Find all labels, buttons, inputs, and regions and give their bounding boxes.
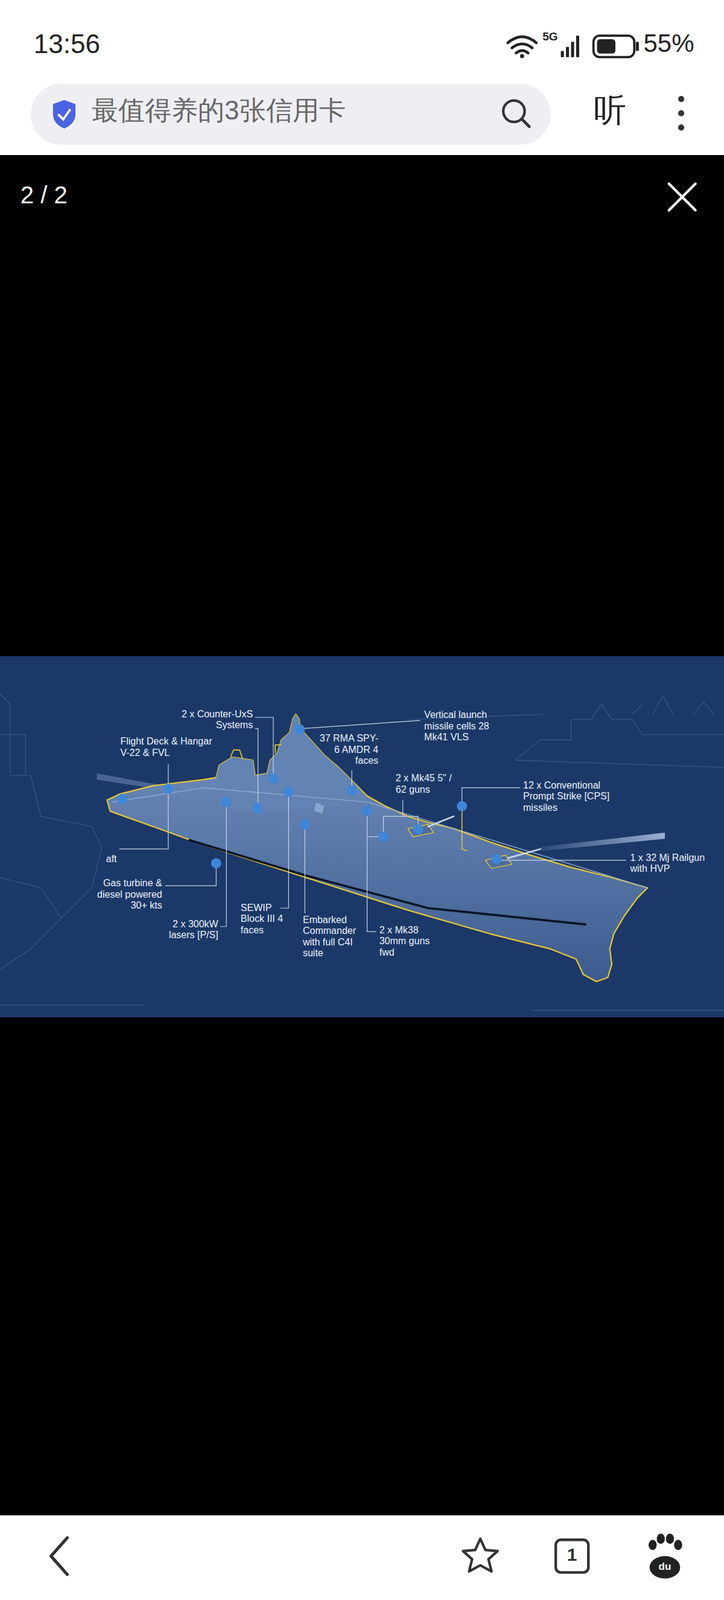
tab-count: 1 bbox=[567, 1545, 578, 1564]
listen-button: 听 bbox=[593, 93, 627, 127]
battery-level: 55% bbox=[643, 30, 694, 57]
callout-label: 2 x 300kW lasers [P/S] bbox=[159, 918, 219, 942]
callout-label: 2 x Counter-UxS Systems bbox=[173, 708, 253, 732]
network-badge: 5G bbox=[542, 30, 558, 43]
callout-label: 2 x Mk38 30mm guns fwd bbox=[379, 924, 432, 959]
callout-label: Gas turbine & diesel powered 30+ kts bbox=[88, 877, 163, 912]
callout-label: Vertical launch missile cells 28 Mk41 VL… bbox=[424, 709, 498, 743]
callout-label: aft bbox=[106, 854, 118, 864]
callout-label: 12 x Conventional Prompt Strike [CPS] mi… bbox=[523, 780, 613, 814]
search-query: 最值得养的3张信用卡 bbox=[91, 97, 346, 124]
callout-label: Flight Deck & Hangar V-22 & FVL bbox=[120, 736, 220, 759]
callout-label: Embarked Commander with full C4I suite bbox=[302, 914, 367, 960]
status-time: 13:56 bbox=[33, 30, 101, 58]
callout-label: 1 x 32 Mj Railgun with HVP bbox=[630, 852, 715, 875]
baidu-logo-text: du bbox=[658, 1561, 672, 1572]
callout-label: 2 x Mk45 5" / 62 guns bbox=[395, 772, 457, 796]
callout-label: SEWIP Block III 4 faces bbox=[240, 902, 287, 936]
callout-label: 37 RMA SPY-6 AMDR 4 faces bbox=[314, 733, 379, 767]
page-counter: 2 / 2 bbox=[20, 182, 68, 207]
